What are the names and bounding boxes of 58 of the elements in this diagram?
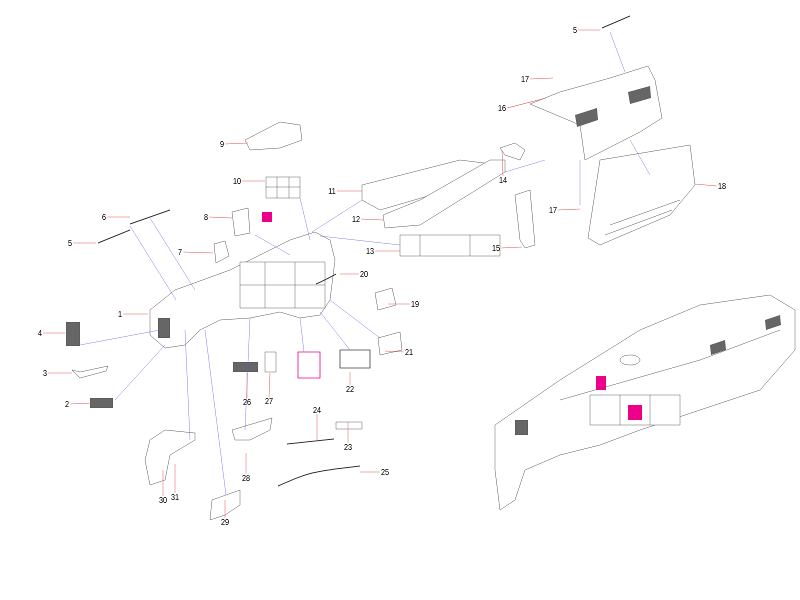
leader-line [360,218,384,220]
leader-line [224,142,248,144]
leader-line [558,208,580,210]
callout-number: 7 [178,249,182,255]
leader-line [374,250,400,252]
callout-number: 1 [118,311,122,317]
leader-line [268,372,270,398]
callout-number: 4 [38,330,42,336]
callout-number: 11 [328,188,336,194]
leader-line [384,350,404,352]
callout-number: 6 [102,214,106,220]
leader-line [42,332,66,334]
callout-number: 15 [492,245,500,251]
leader-line [224,500,226,518]
callout-number: 19 [412,301,419,307]
callout-number: 17 [550,207,557,213]
callout-number: 22 [346,386,354,392]
callout-number: 28 [242,475,250,481]
leader-line [316,414,318,440]
callout-number: 2 [65,401,69,407]
callout-number: 30 [159,497,167,503]
leader-line [72,242,96,244]
leader-line [174,464,176,494]
leader-line [106,216,130,218]
callout-number: 14 [500,177,507,183]
callout-number: 18 [718,183,726,189]
leader-line [162,470,164,496]
callout-number: 29 [221,519,229,525]
callout-number: 27 [265,398,273,404]
leader-line [502,150,504,176]
callout-number: 21 [405,349,413,355]
callout-number: 16 [498,105,506,111]
callout-number: 24 [313,407,321,413]
callout-number: 9 [220,141,224,147]
callout-number: 23 [344,444,352,450]
leader-line [506,98,546,108]
callout-number: 5 [573,27,577,33]
leader-line [70,402,92,404]
callout-number: 31 [171,494,179,500]
leader-line [694,184,718,186]
callout-number: 8 [204,214,208,220]
callout-number: 12 [352,216,360,222]
leader-line [530,78,554,80]
leader-line [242,180,266,182]
leader-line [246,372,248,398]
callout-number: 3 [43,370,47,376]
callout-number: 26 [243,399,251,405]
leader-line [500,246,522,248]
callout-number: 13 [366,248,374,254]
callout-number: 5 [68,240,72,246]
callout-number: 10 [234,178,241,184]
callout-number: 25 [381,469,389,475]
leader-line [208,216,232,218]
callout-number: 20 [360,271,368,277]
callout-number: 17 [522,76,529,82]
leader-line [48,372,72,374]
leader-line [336,190,362,192]
leader-line [182,252,214,254]
